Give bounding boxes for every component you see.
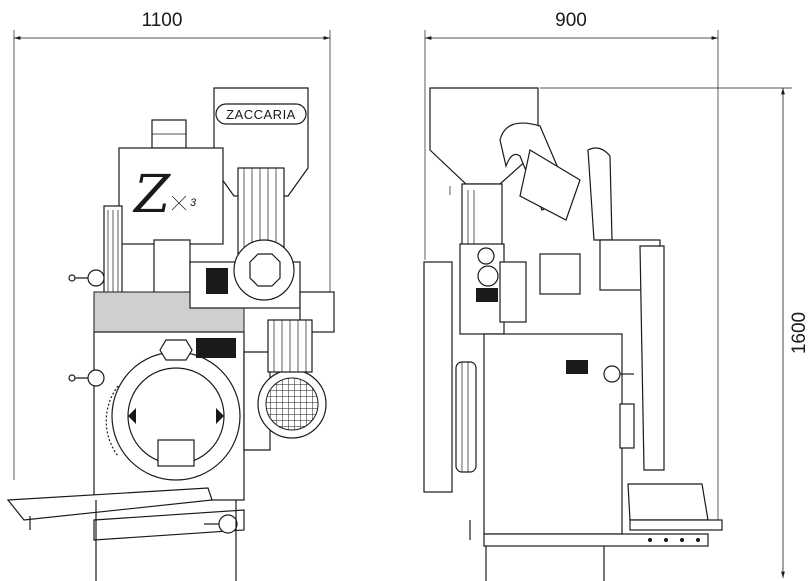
model-mark: Z	[132, 165, 171, 225]
info-plate	[196, 338, 236, 358]
exhaust-pipe	[587, 147, 613, 241]
logo-badge	[215, 103, 307, 125]
chamber-hex	[159, 339, 193, 361]
side-width-label: 900	[555, 10, 587, 31]
front-width-label: 1100	[142, 10, 183, 31]
logo-text: ZACCARIA	[226, 107, 296, 122]
chamber-outlet	[157, 439, 195, 467]
front-view: ZACCARIA Z 3	[6, 87, 335, 581]
side-cabinet-knob	[603, 365, 621, 383]
front-tray	[6, 487, 213, 521]
left-knob-upper	[87, 269, 105, 287]
front-lower-knob	[218, 514, 238, 534]
side-cabinet	[483, 333, 623, 535]
dimension-side-width: 900	[424, 10, 719, 520]
height-label: 1600	[789, 312, 810, 354]
side-view	[423, 87, 723, 581]
side-base	[483, 533, 709, 547]
lower-platform	[93, 509, 245, 541]
upper-housing	[118, 147, 224, 245]
side-tall-plate	[423, 261, 453, 493]
side-tray	[627, 483, 709, 521]
dimension-front-width: 1100	[13, 10, 331, 480]
pulley-stack	[455, 361, 477, 473]
left-knob-lower	[87, 369, 105, 387]
model-sub: 3	[190, 197, 197, 209]
dimension-height: 1600	[540, 87, 810, 578]
side-label-plate	[566, 360, 588, 374]
exhaust-down	[639, 245, 665, 471]
side-knob	[477, 265, 499, 287]
